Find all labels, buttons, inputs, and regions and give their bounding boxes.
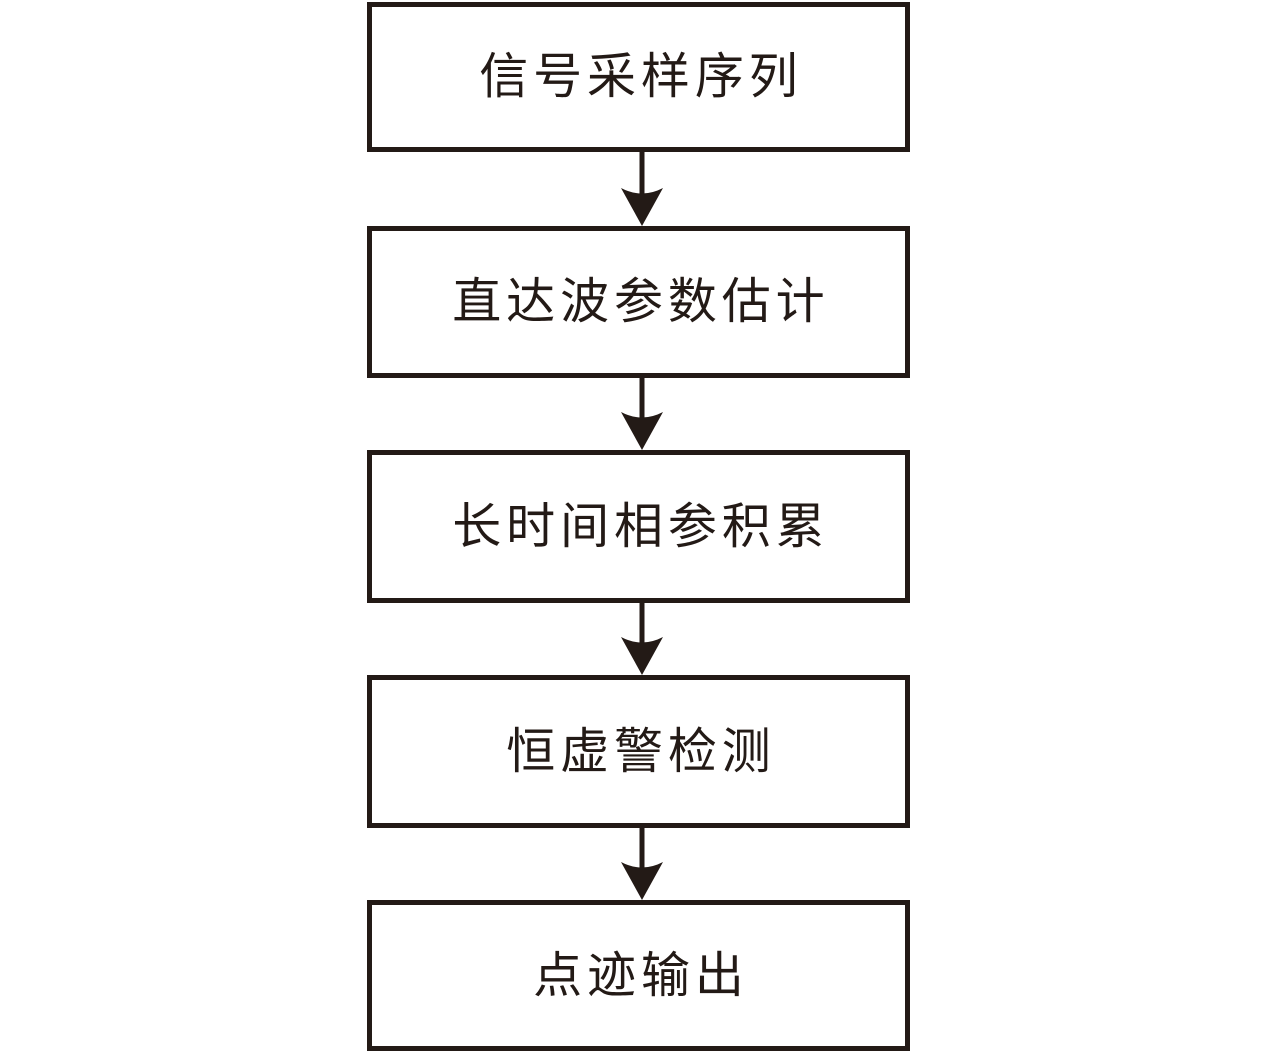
flow-node-1-label: 信号采样序列 [479,49,803,105]
flow-connector-3 [616,603,668,675]
flow-connector-1 [616,152,668,226]
flow-node-4[interactable]: 恒虚警检测 [367,675,910,828]
flow-node-3-label: 长时间相参积累 [452,498,830,554]
flow-node-4-label: 恒虚警检测 [506,723,776,779]
flow-node-2-label: 直达波参数估计 [452,274,830,330]
flow-connector-2 [616,378,668,450]
flow-node-2[interactable]: 直达波参数估计 [367,226,910,378]
flow-connector-4 [616,828,668,900]
flow-node-5-label: 点迹输出 [533,947,749,1003]
down-arrow-icon [621,152,663,226]
flow-node-1[interactable]: 信号采样序列 [367,2,910,152]
down-arrow-icon [621,828,663,900]
down-arrow-icon [621,378,663,450]
flow-node-3[interactable]: 长时间相参积累 [367,450,910,603]
flow-node-5[interactable]: 点迹输出 [367,900,910,1051]
down-arrow-icon [621,603,663,675]
